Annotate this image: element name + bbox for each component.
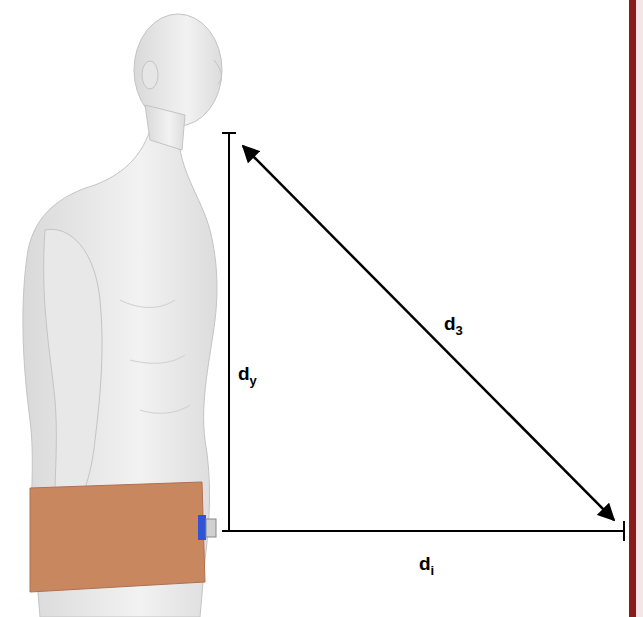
device bbox=[198, 515, 206, 540]
wall-edge bbox=[636, 0, 643, 617]
human-figure bbox=[23, 14, 222, 617]
device-body bbox=[206, 519, 216, 537]
dimension-label: di bbox=[419, 554, 434, 573]
belt bbox=[30, 482, 205, 592]
dimension-label: d3 bbox=[444, 314, 463, 333]
dimension-lines bbox=[222, 133, 624, 541]
dimension-label: dy bbox=[238, 364, 257, 383]
wall bbox=[629, 0, 636, 617]
